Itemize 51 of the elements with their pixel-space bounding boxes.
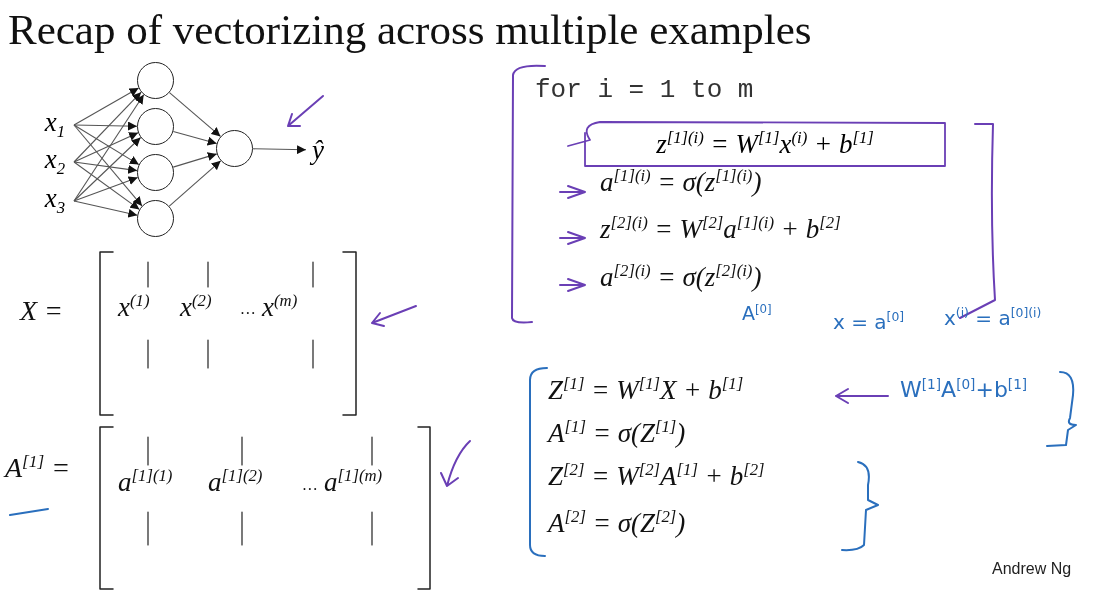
matrix-name: A$^{[1]}$ =: [5, 452, 71, 485]
arrow: [73, 124, 140, 166]
neuron-circle: [137, 108, 174, 145]
arrow: [172, 130, 218, 146]
ellipsis: …: [303, 476, 318, 494]
neuron-circle: [216, 130, 253, 167]
matrix-entry: x$^{(1)}$: [118, 292, 150, 323]
handwritten-note: x = a$^{[0]}$: [833, 310, 905, 333]
handwritten-note: A$^{[0]}$: [742, 303, 772, 325]
input-variable: x$_{2}$: [36, 145, 74, 179]
output-variable: ŷ: [306, 132, 330, 168]
equation: A$^{[2]}$ = σ(Z$^{[2]}$): [548, 508, 686, 539]
input-variable: x$_{3}$: [36, 184, 74, 218]
handwritten-note: x$^{(i)}$ = a$^{[0](i)}$: [944, 306, 1042, 329]
equation: Z$^{[1]}$ = W$^{[1]}$X + b$^{[1]}$: [548, 375, 744, 406]
arrow: [73, 161, 138, 174]
arrow: [73, 132, 139, 163]
arrow: [73, 121, 138, 131]
ellipsis: …: [241, 300, 256, 318]
arrow: [168, 92, 222, 137]
input-variable: x$_{1}$: [36, 108, 74, 142]
matrix-entry: a$^{[1](2)}$: [208, 467, 263, 498]
slide-title: Recap of vectorizing across multiple examples: [8, 6, 812, 54]
arrow: [73, 161, 140, 210]
equation: Z$^{[2]}$ = W$^{[2]}$A$^{[1]}$ + b$^{[2]}$: [548, 461, 765, 492]
equation: A$^{[1]}$ = σ(Z$^{[1]}$): [548, 418, 686, 449]
neuron-circle: [137, 154, 174, 191]
author-name: Andrew Ng: [992, 560, 1072, 578]
code-line: for i = 1 to m: [535, 76, 754, 105]
matrix-entry: a$^{[1](m)}$: [324, 467, 383, 498]
arrow: [73, 136, 142, 202]
arrow: [73, 87, 140, 126]
arrow: [73, 94, 145, 202]
handwritten-note: W$^{[1]}$A$^{[0]}$+b$^{[1]}$: [900, 377, 1028, 403]
equation: z$^{[2](i)}$ = W$^{[2]}$a$^{[1](i)}$ + b$^{[2]}$: [600, 214, 841, 245]
equation: a$^{[2](i)}$ = σ(z$^{[2](i)}$): [600, 262, 762, 293]
matrix-entry: x$^{(2)}$: [180, 292, 212, 323]
arrow: [168, 160, 222, 207]
arrow: [73, 176, 139, 202]
equation: a$^{[1](i)}$ = σ(z$^{[1](i)}$): [600, 167, 762, 198]
neuron-circle: [137, 62, 174, 99]
matrix-name: X =: [20, 296, 63, 327]
arrow: [73, 124, 143, 207]
arrow: [73, 200, 138, 218]
arrow: [252, 145, 307, 155]
arrow: [172, 152, 218, 168]
matrix-entry: x$^{(m)}$: [262, 292, 298, 323]
neuron-circle: [137, 200, 174, 237]
highlighted-equation: z$^{[1](i)}$ = W$^{[1]}$x$^{(i)}$ + b$^{[1]}$: [587, 124, 943, 164]
arrow: [73, 91, 142, 163]
matrix-entry: a$^{[1](1)}$: [118, 467, 173, 498]
